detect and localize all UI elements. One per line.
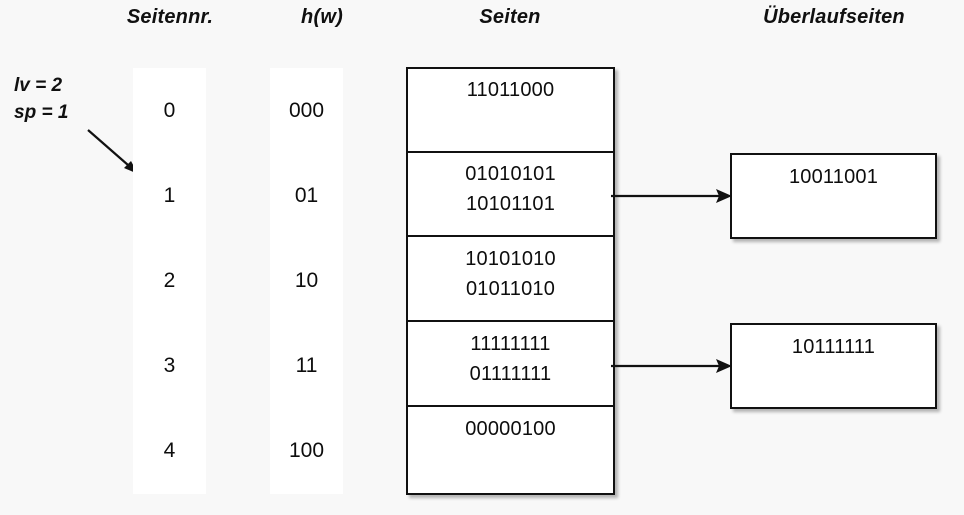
cell-seitennr-2: 2 bbox=[163, 269, 176, 292]
overflow-page-1: 10111111 bbox=[730, 323, 937, 409]
column-header-seiten: Seiten bbox=[479, 6, 541, 28]
page-row-2: 10101010 01011010 bbox=[408, 238, 613, 322]
page-record: 10101010 bbox=[465, 248, 556, 270]
page-record: 11111111 bbox=[470, 333, 551, 355]
seiten-table: 11011000 01010101 10101101 10101010 0101… bbox=[406, 67, 615, 495]
cell-seitennr-1: 1 bbox=[163, 184, 176, 207]
cell-seitennr-4: 4 bbox=[163, 439, 176, 462]
column-seitennr: 0 1 2 3 4 bbox=[133, 68, 206, 494]
cell-seitennr-0: 0 bbox=[163, 99, 176, 122]
column-header-hw: h(w) bbox=[301, 6, 343, 28]
parameter-sp: sp = 1 bbox=[14, 102, 69, 123]
parameter-block: lv = 2 sp = 1 bbox=[14, 72, 68, 126]
cell-hw-1: 01 bbox=[294, 184, 319, 207]
overflow-record: 10111111 bbox=[791, 336, 876, 358]
page-record: 00000100 bbox=[465, 418, 556, 440]
overflow-connector-arrow-icon-0 bbox=[611, 189, 732, 203]
cell-seitennr-3: 3 bbox=[163, 354, 176, 377]
page-record: 11011000 bbox=[466, 79, 555, 101]
cell-hw-4: 100 bbox=[288, 439, 325, 462]
cell-hw-0: 000 bbox=[288, 99, 325, 122]
cell-hw-2: 10 bbox=[294, 269, 319, 292]
page-record: 10101101 bbox=[465, 193, 556, 215]
parameter-lv: lv = 2 bbox=[14, 75, 63, 96]
page-record: 01011010 bbox=[465, 278, 556, 300]
page-record: 01010101 bbox=[465, 163, 556, 185]
column-header-seitennr: Seitennr. bbox=[126, 6, 214, 28]
page-record: 01111111 bbox=[469, 363, 552, 385]
page-row-0: 11011000 bbox=[408, 69, 613, 153]
page-row-3: 11111111 01111111 bbox=[408, 323, 613, 407]
overflow-page-0: 10011001 bbox=[730, 153, 937, 239]
overflow-connector-arrow-icon-1 bbox=[611, 359, 732, 373]
page-row-1: 01010101 10101101 bbox=[408, 153, 613, 237]
overflow-record: 10011001 bbox=[788, 166, 879, 188]
column-header-ueberlaufseiten: Überlaufseiten bbox=[763, 6, 905, 28]
cell-hw-3: 11 bbox=[295, 354, 318, 377]
column-hw: 000 01 10 11 100 bbox=[270, 68, 343, 494]
page-row-4: 00000100 bbox=[408, 408, 613, 492]
